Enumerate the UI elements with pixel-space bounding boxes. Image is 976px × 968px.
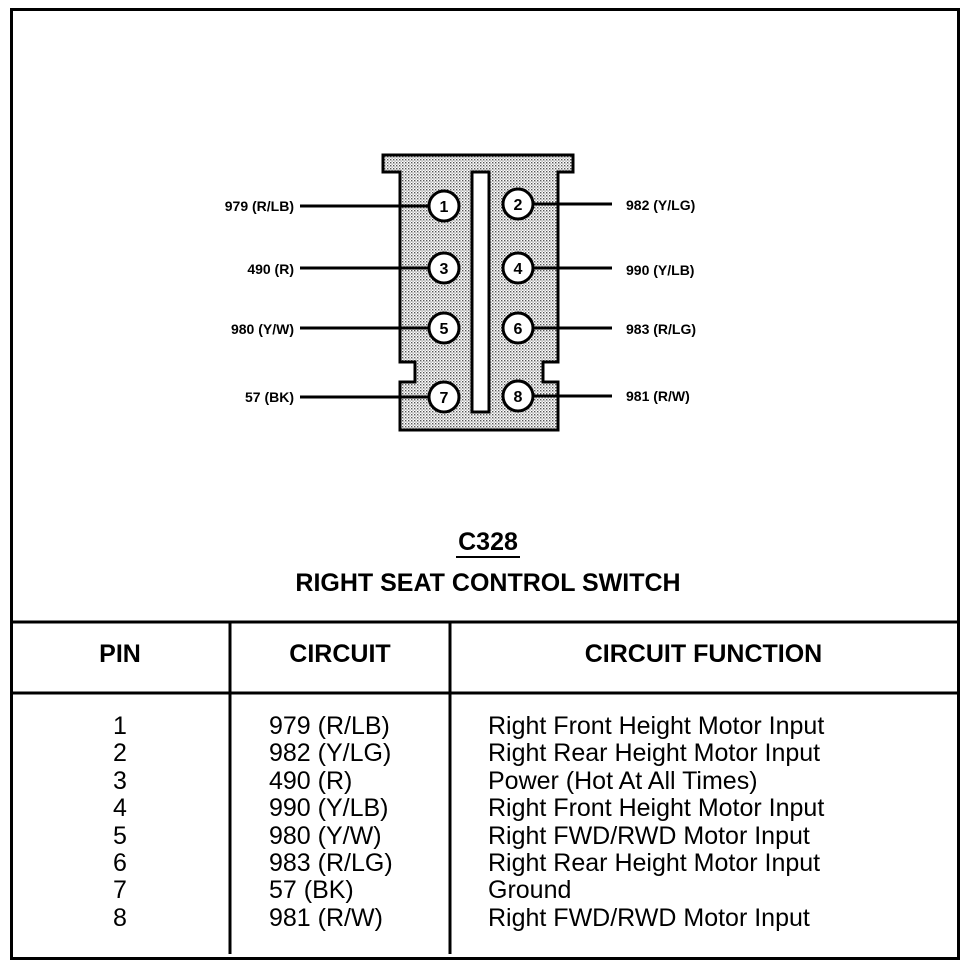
table-cell-function: Right Front Height Motor Input <box>488 794 825 823</box>
table-cell-function: Power (Hot At All Times) <box>488 766 758 795</box>
table-cell-pin: 4 <box>113 794 127 823</box>
pin-6-label: 6 <box>514 321 523 338</box>
table-cell-circuit: 982 (Y/LG) <box>269 739 392 768</box>
table-cell-circuit: 57 (BK) <box>269 876 354 905</box>
table-cell-circuit: 980 (Y/W) <box>269 821 382 850</box>
table-cell-pin: 7 <box>113 876 127 905</box>
header-pin: PIN <box>99 640 141 668</box>
pin-7: 7 <box>427 380 461 414</box>
connector-id-wrapper: C328 <box>0 528 976 558</box>
table-cell-function: Right Rear Height Motor Input <box>488 849 821 878</box>
connector-key-slot <box>470 170 491 414</box>
table-cell-pin: 5 <box>113 821 127 850</box>
wire-label-pin-4: 990 (Y/LB) <box>626 262 695 278</box>
table-cell-pin: 8 <box>113 903 127 932</box>
table-cell-circuit: 981 (R/W) <box>269 903 383 932</box>
pin-8: 8 <box>501 379 535 413</box>
wire-label-pin-3: 490 (R) <box>247 261 294 277</box>
table-cell-circuit: 983 (R/LG) <box>269 849 393 878</box>
pin-7-label: 7 <box>440 390 449 407</box>
table-cell-pin: 1 <box>113 712 127 740</box>
pin-2: 2 <box>501 187 535 221</box>
pin-6: 6 <box>501 311 535 345</box>
pin-5: 5 <box>427 311 461 345</box>
pin-4-label: 4 <box>514 261 523 278</box>
pin-4: 4 <box>501 251 535 285</box>
wire-label-pin-8: 981 (R/W) <box>626 388 690 404</box>
header-circuit-function: CIRCUIT FUNCTION <box>584 640 823 668</box>
connector-name: RIGHT SEAT CONTROL SWITCH <box>295 569 681 597</box>
pin-1-label: 1 <box>440 199 449 216</box>
pin-3-label: 3 <box>440 261 449 278</box>
table-cell-function: Ground <box>488 876 572 905</box>
pin-3: 3 <box>427 251 461 285</box>
wire-label-pin-2: 982 (Y/LG) <box>626 197 696 213</box>
pin-2-label: 2 <box>514 197 523 214</box>
table-cell-circuit: 979 (R/LB) <box>269 712 390 740</box>
table-cell-function: Right FWD/RWD Motor Input <box>488 903 810 932</box>
pin-8-label: 8 <box>514 389 523 406</box>
wire-label-pin-7: 57 (BK) <box>244 389 294 405</box>
table-cell-circuit: 990 (Y/LB) <box>269 794 389 823</box>
table-cell-function: Right Rear Height Motor Input <box>488 739 821 768</box>
table-cell-pin: 2 <box>113 739 127 768</box>
header-circuit: CIRCUIT <box>289 640 391 668</box>
table-cell-function: Right FWD/RWD Motor Input <box>488 821 810 850</box>
circuit-column: 979 (R/LB)982 (Y/LG)490 (R)990 (Y/LB)980… <box>269 712 393 932</box>
table-cell-pin: 6 <box>113 849 127 878</box>
diagram-frame <box>10 8 960 960</box>
pin-5-label: 5 <box>440 321 449 338</box>
wire-label-pin-5: 980 (Y/W) <box>230 321 294 337</box>
connector-id: C328 <box>456 528 520 558</box>
wire-label-pin-1: 979 (R/LB) <box>224 198 294 214</box>
table-cell-circuit: 490 (R) <box>269 766 353 795</box>
pin-1: 1 <box>427 189 461 223</box>
table-cell-function: Right Front Height Motor Input <box>488 712 825 740</box>
table-cell-pin: 3 <box>113 766 127 795</box>
wire-label-pin-6: 983 (R/LG) <box>626 321 697 337</box>
